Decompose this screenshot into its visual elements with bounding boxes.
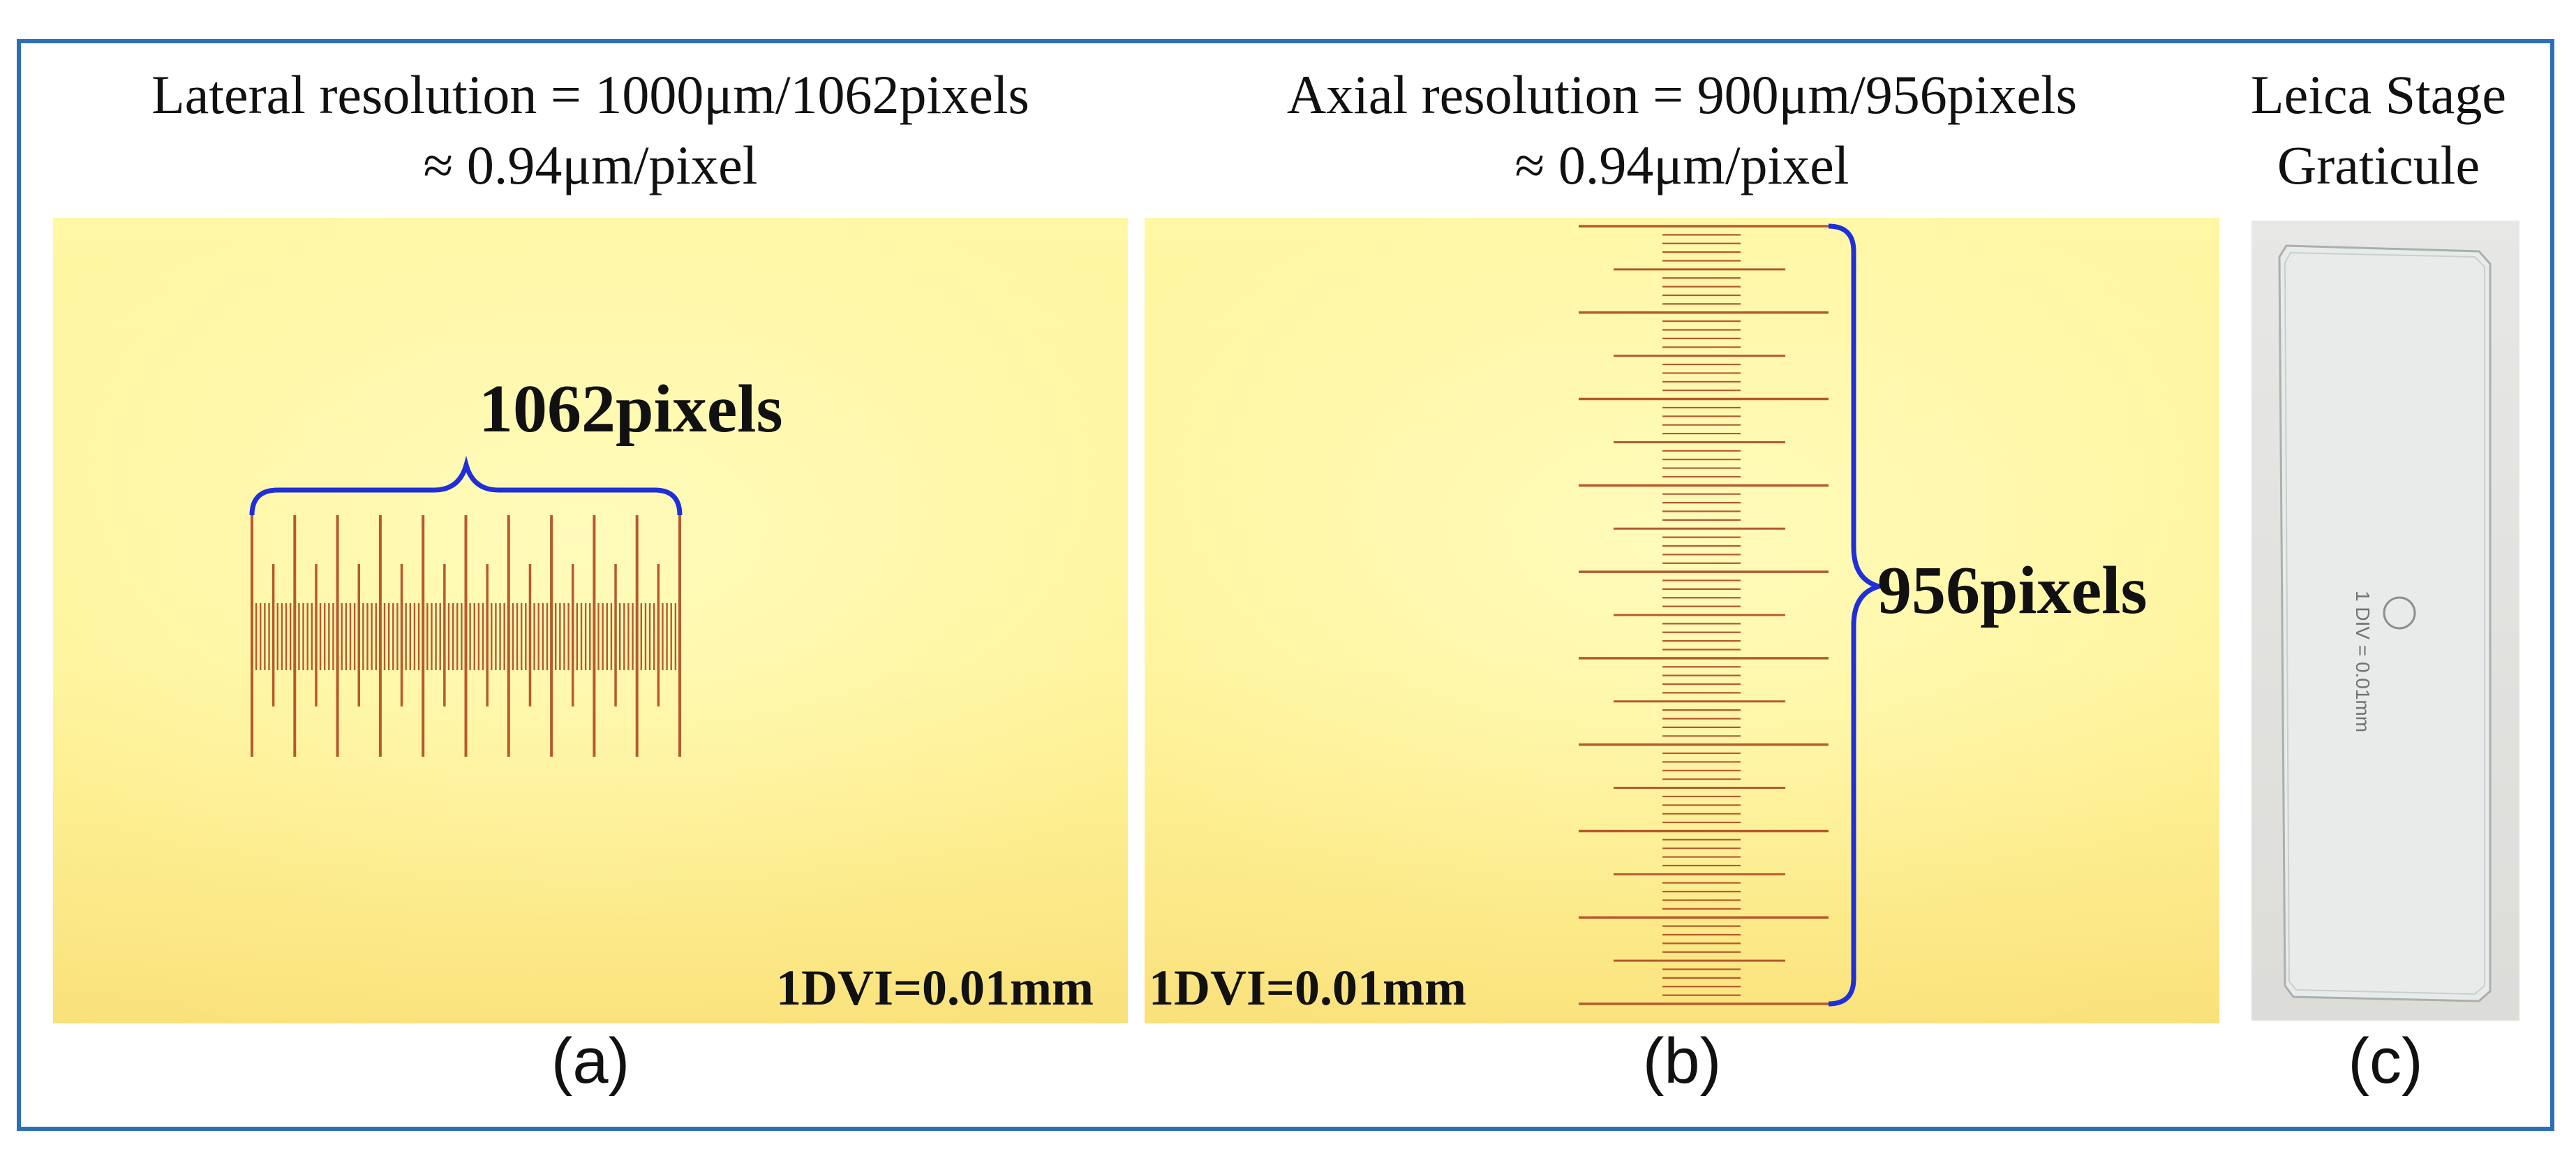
panel-a-caption: (a) <box>551 1025 630 1097</box>
panel-c-photo: 1 DIV = 0.01mm <box>2251 221 2519 1021</box>
panel-b-vertical-brace <box>1828 223 1889 1007</box>
panel-c-title-line2: Graticule <box>2277 135 2480 195</box>
panel-a-measure-label: 1062pixels <box>479 371 783 447</box>
graticule-center-circle <box>2383 596 2416 630</box>
panel-b-micrograph: 956pixels 1DVI=0.01mm <box>1145 218 2219 1023</box>
graticule-slide-edge <box>2284 251 2485 995</box>
panel-c-slide: 1 DIV = 0.01mm <box>2278 244 2492 1002</box>
graticule-slide-text: 1 DIV = 0.01mm <box>2352 591 2374 732</box>
panel-b-scale-label: 1DVI=0.01mm <box>1149 960 1466 1016</box>
panel-b-overlay <box>1579 223 1889 1007</box>
panel-c-title-line1: Leica Stage <box>2251 64 2506 125</box>
panel-a-title-line1: Lateral resolution = 1000μm/1062pixels <box>151 64 1029 125</box>
panel-b-caption: (b) <box>1642 1025 1722 1097</box>
panel-a-horizontal-brace <box>249 455 683 516</box>
graticule-slide-glass <box>2278 244 2492 1002</box>
panel-b-measure-label: 956pixels <box>1877 553 2147 628</box>
panel-a-ruler <box>251 515 681 757</box>
panel-b-title-line2: ≈ 0.94μm/pixel <box>1514 135 1849 195</box>
panel-b-title-line1: Axial resolution = 900μm/956pixels <box>1286 64 2078 125</box>
panel-a-scale-label: 1DVI=0.01mm <box>776 960 1094 1016</box>
panel-a-overlay <box>249 455 683 757</box>
panel-a-title-line2: ≈ 0.94μm/pixel <box>423 135 758 195</box>
panel-b-ruler <box>1579 225 1829 1005</box>
panel-c-caption: (c) <box>2348 1025 2423 1097</box>
panel-a-micrograph: 1062pixels 1DVI=0.01mm <box>53 218 1128 1023</box>
